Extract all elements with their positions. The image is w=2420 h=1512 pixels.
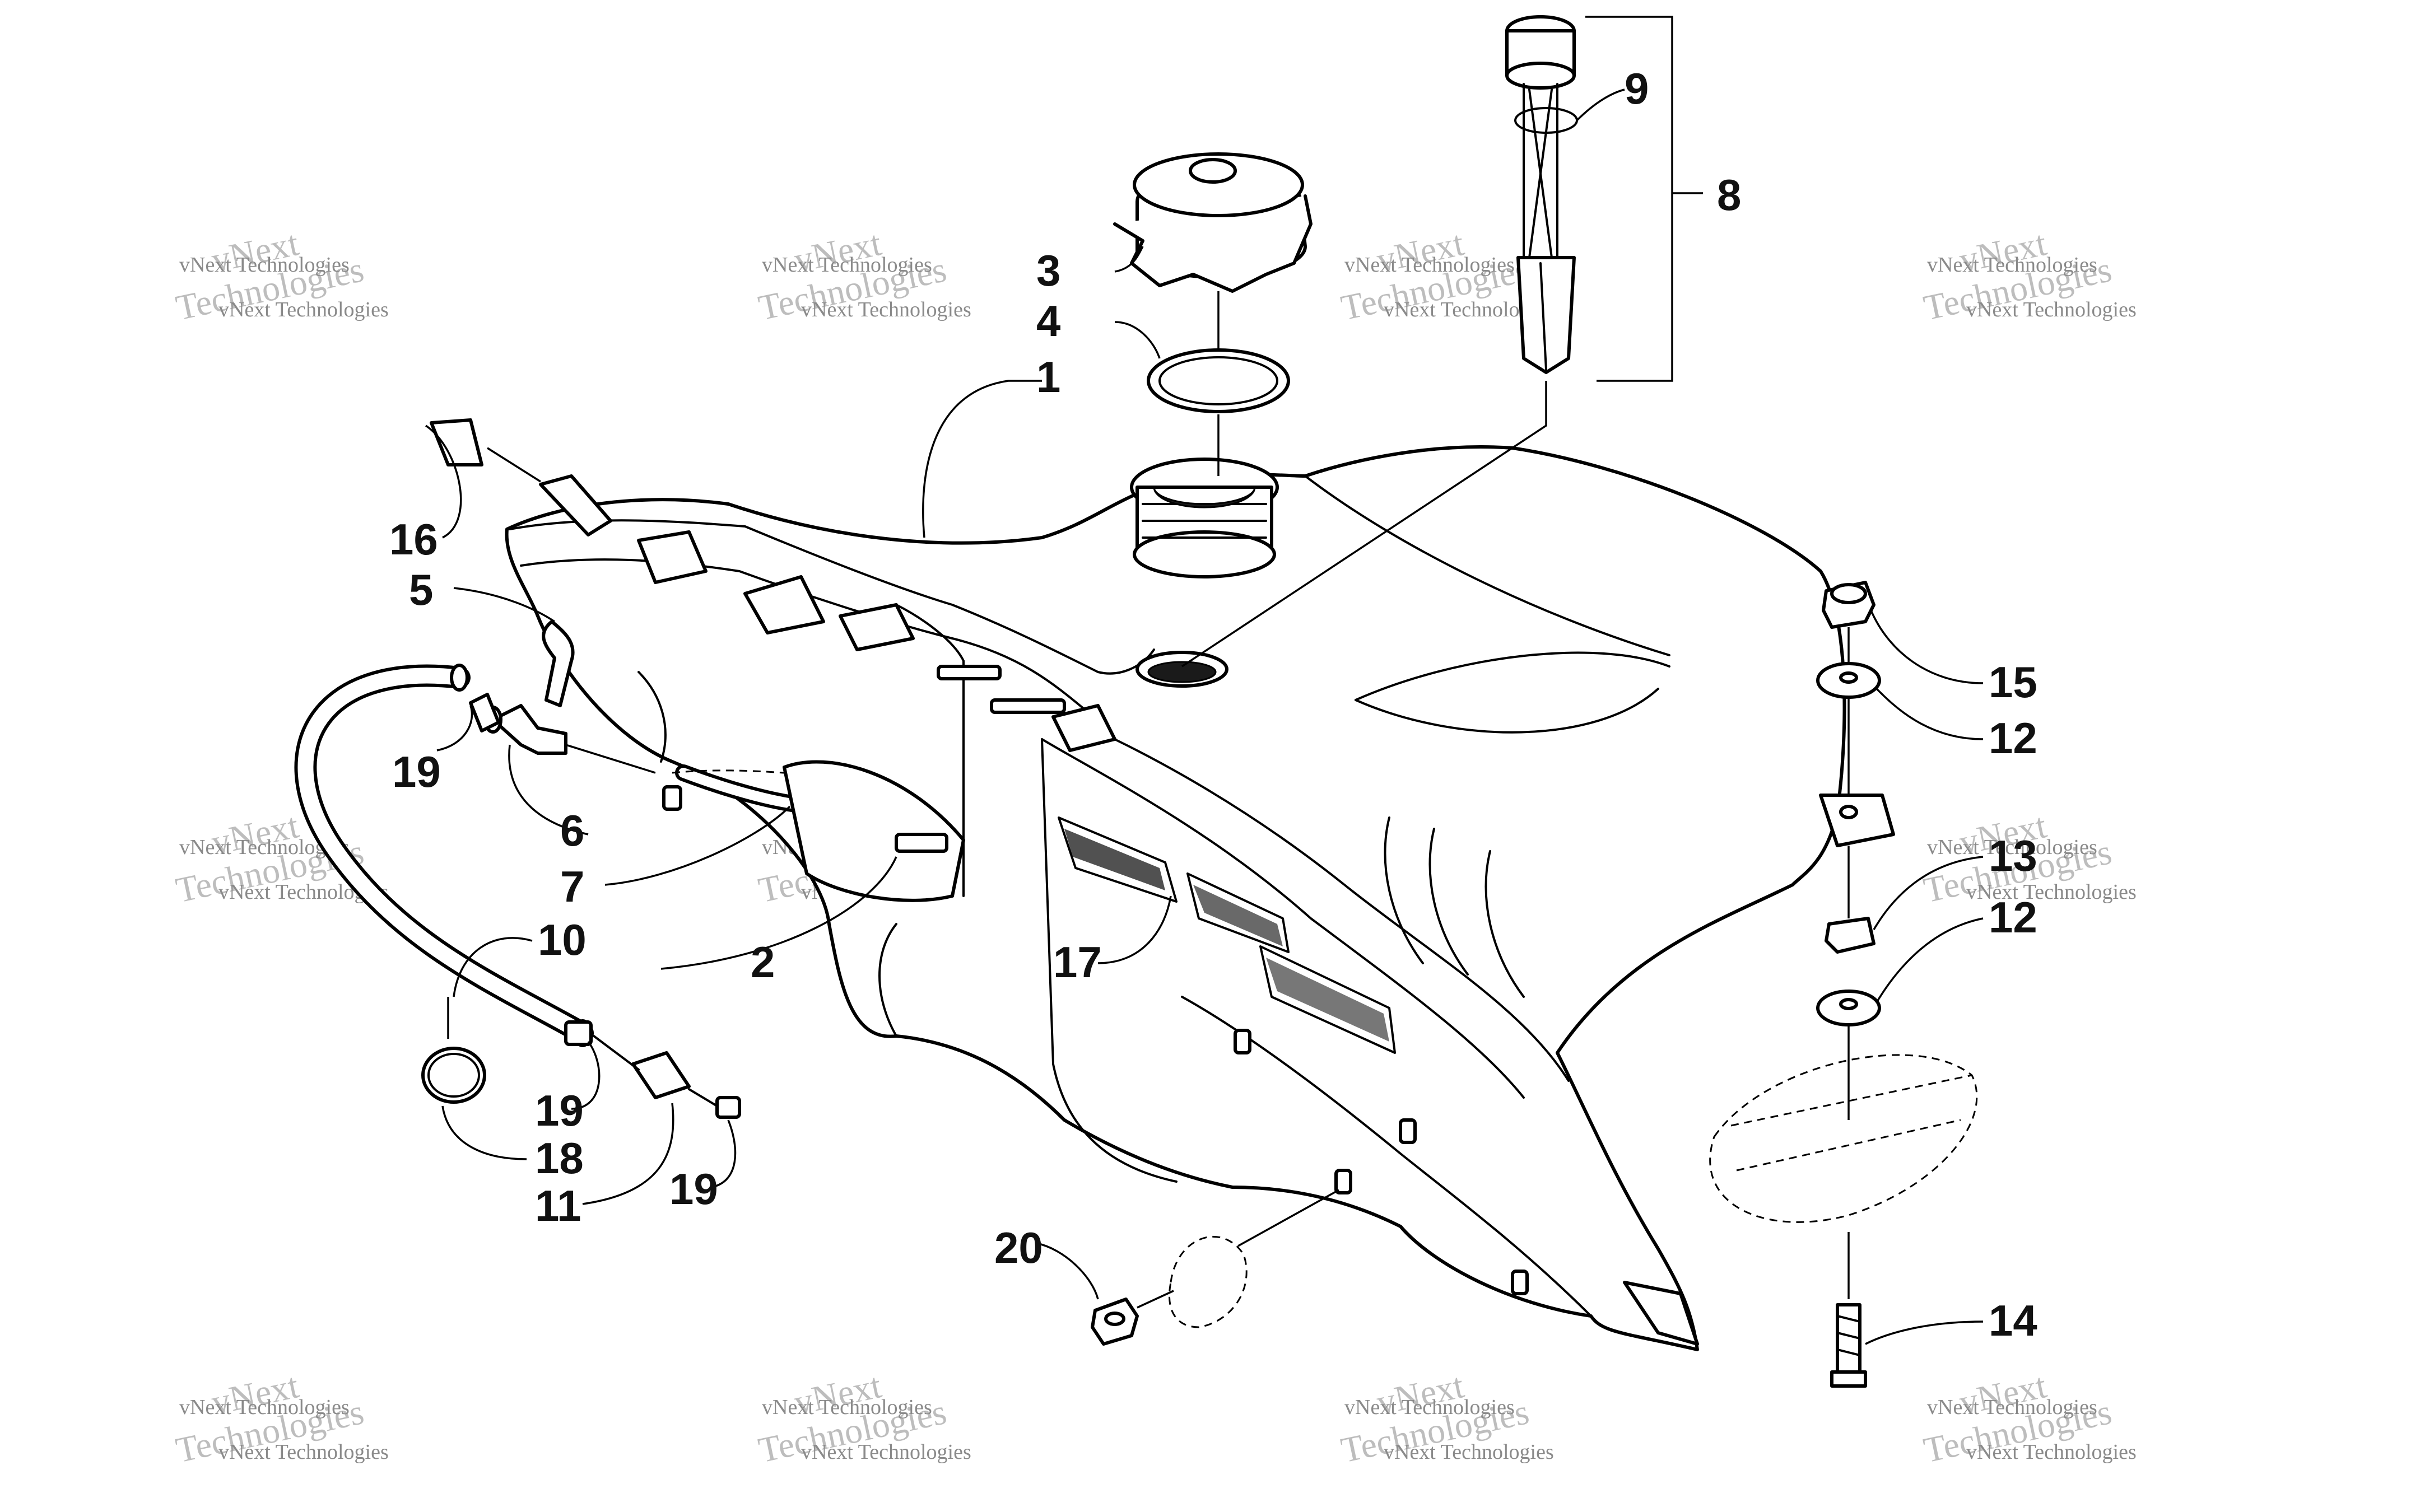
watermark-small-top: vNext Technologies	[762, 253, 932, 277]
callout-14: 14	[1989, 1296, 2037, 1345]
callout-19a: 19	[392, 747, 441, 796]
hex-nut	[1825, 917, 1876, 954]
fuel-filter	[564, 1020, 741, 1119]
callout-10: 10	[538, 915, 587, 964]
callout-2: 2	[751, 937, 775, 987]
elbow-fitting	[483, 704, 567, 755]
watermark-small-bottom: vNext Technologies	[801, 1440, 971, 1464]
mounting-pad	[1709, 1054, 1978, 1223]
callout-6: 6	[560, 806, 584, 855]
watermark-small-top: vNext Technologies	[1927, 1396, 2097, 1419]
callout-12a: 12	[1989, 713, 2037, 763]
callout-11: 11	[535, 1181, 581, 1230]
washer	[1816, 990, 1881, 1026]
strap	[542, 620, 575, 707]
watermark-small-bottom: vNext Technologies	[1384, 1440, 1554, 1464]
sender-opening	[1135, 651, 1228, 688]
flange-nut	[1822, 581, 1876, 629]
callout-5: 5	[409, 565, 433, 614]
washer	[1816, 662, 1881, 699]
watermark-small-bottom: vNext Technologies	[218, 298, 389, 321]
watermark-small-top: vNext Technologies	[1927, 836, 2097, 859]
watermark-small-top: vNext Technologies	[762, 1396, 932, 1419]
callout-19c: 19	[669, 1164, 718, 1214]
callout-3: 3	[1036, 246, 1060, 295]
bolt	[1830, 1303, 1867, 1388]
watermark-small-top: vNext Technologies	[179, 253, 350, 277]
fuel-tank	[505, 445, 1895, 1351]
callout-leaders	[436, 246, 1984, 1345]
watermark-small-top: vNext Technologies	[179, 1396, 350, 1419]
watermark-small-bottom: vNext Technologies	[1966, 1440, 2137, 1464]
drain-nut	[1091, 1298, 1139, 1346]
tank-clip	[430, 418, 541, 483]
filler-neck	[1130, 458, 1279, 578]
watermark-small-top: vNext Technologies	[1344, 253, 1515, 277]
callout-4: 4	[1036, 296, 1060, 346]
callout-8: 8	[1717, 170, 1741, 220]
hose-clamp	[469, 693, 500, 732]
callout-19b: 19	[535, 1086, 584, 1135]
fuel-level-sender	[1505, 15, 1578, 374]
callout-7: 7	[560, 862, 584, 911]
watermark-small-bottom: vNext Technologies	[801, 298, 971, 321]
fuel-cap[interactable]	[1113, 152, 1313, 293]
callout-15: 15	[1989, 657, 2037, 707]
cap-gasket	[1147, 348, 1290, 413]
callout-17: 17	[1053, 937, 1102, 987]
callout-12b: 12	[1989, 893, 2037, 942]
callout-1: 1	[1036, 352, 1060, 402]
decal-label	[1058, 816, 1396, 1054]
ring-clamp	[421, 1047, 486, 1104]
mounting-studs	[662, 665, 1529, 1295]
callout-13: 13	[1989, 831, 2037, 880]
callout-20: 20	[994, 1223, 1043, 1272]
callout-numbers: 1 2 3 4 5 6 7 8 9 10 11 12 12 13 14 15 1…	[389, 64, 2037, 1345]
callout-18: 18	[535, 1133, 584, 1183]
watermark-small-top: vNext Technologies	[1344, 1396, 1515, 1419]
vent-hose	[294, 664, 594, 1047]
watermark-small-bottom: vNext Technologies	[218, 1440, 389, 1464]
rollover-valve	[783, 760, 965, 902]
watermark-small-top: vNext Technologies	[1927, 253, 2097, 277]
watermark-small-bottom: vNext Technologies	[1966, 298, 2137, 321]
callout-16: 16	[389, 515, 438, 564]
watermark-small-bottom: vNext Technologies	[1966, 880, 2137, 904]
callout-9: 9	[1625, 64, 1649, 113]
